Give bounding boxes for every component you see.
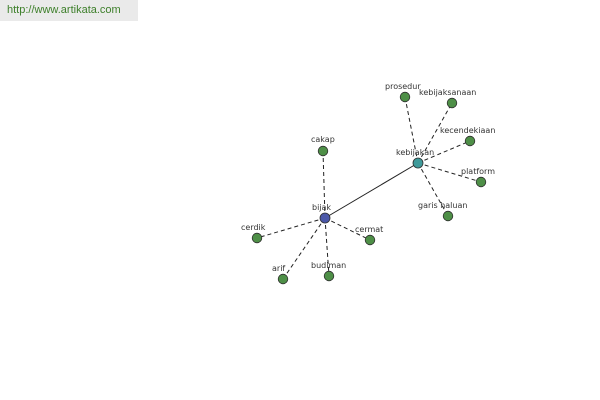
node-prosedur[interactable] (399, 91, 411, 103)
site-url[interactable]: http://www.artikata.com (7, 4, 121, 16)
edge-bijak-kebijakan (324, 162, 419, 219)
node-kecendekiaan[interactable] (464, 135, 476, 147)
label-kebijakan: kebijakan (396, 148, 434, 157)
label-cakap: cakap (311, 135, 335, 144)
edge-kebijakan-kecendekiaan (417, 140, 471, 164)
label-cerdik: cerdik (241, 223, 266, 232)
node-kebijaksanaan[interactable] (446, 97, 458, 109)
edge-bijak-cerdik (256, 217, 326, 239)
edge-kebijakan-garis-haluan (417, 162, 449, 217)
label-prosedur: prosedur (385, 82, 421, 91)
node-platform[interactable] (475, 176, 487, 188)
node-arif[interactable] (277, 273, 289, 285)
edges (256, 96, 482, 280)
label-budiman: budiman (311, 261, 346, 270)
edge-bijak-arif (282, 217, 326, 280)
label-arif: arif (272, 264, 285, 273)
label-platform: platform (461, 167, 495, 176)
node-cermat[interactable] (364, 234, 376, 246)
url-banner: http://www.artikata.com (0, 0, 138, 21)
label-garis-haluan: garis haluan (418, 201, 467, 210)
node-kebijakan[interactable] (412, 157, 424, 169)
edge-kebijakan-kebijaksanaan (417, 102, 453, 164)
node-budiman[interactable] (323, 270, 335, 282)
node-garis-haluan[interactable] (442, 210, 454, 222)
label-kecendekiaan: kecendekiaan (440, 126, 495, 135)
node-bijak[interactable] (319, 212, 331, 224)
label-kebijaksanaan: kebijaksanaan (419, 88, 476, 97)
label-cermat: cermat (355, 225, 383, 234)
edge-kebijakan-platform (417, 162, 482, 183)
node-cerdik[interactable] (251, 232, 263, 244)
edge-bijak-budiman (324, 217, 330, 277)
label-bijak: bijak (312, 203, 331, 212)
edge-kebijakan-prosedur (404, 96, 419, 164)
edge-bijak-cermat (324, 217, 371, 241)
node-cakap[interactable] (317, 145, 329, 157)
